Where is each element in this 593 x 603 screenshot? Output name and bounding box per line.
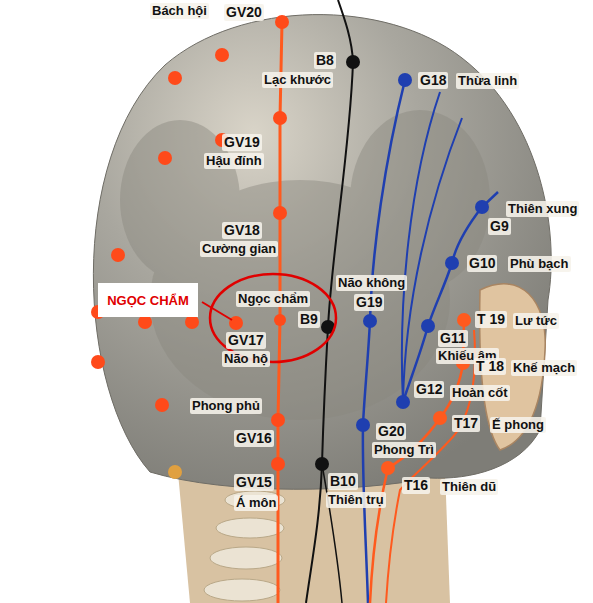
point-code: G12 (414, 381, 444, 398)
point-code: G18 (418, 72, 448, 89)
point-name: Khế mạch (511, 360, 577, 376)
callout-box: NGỌC CHẨM (98, 283, 198, 317)
callout-title: NGỌC CHẨM (105, 293, 191, 308)
point-name: Lư tức (513, 313, 559, 329)
point-code: B10 (328, 473, 358, 490)
point-name: Bách hội (150, 3, 209, 19)
point-name: Thiên trụ (326, 492, 386, 508)
point-code: G20 (376, 423, 406, 440)
point-code: G9 (488, 218, 511, 235)
gallbladder-line (363, 80, 405, 603)
point-code: T17 (452, 415, 480, 432)
point-code: B8 (314, 52, 336, 69)
vertebrae (204, 491, 285, 601)
point-name: Phong phủ (190, 398, 262, 414)
point-code: T 18 (474, 358, 506, 375)
point-name: Não không (336, 275, 407, 291)
acupoint-dot (168, 465, 182, 479)
hair-shading (120, 110, 490, 420)
acupoint-dot (91, 48, 243, 412)
acupoint-dot (315, 55, 360, 471)
point-code: GV17 (226, 332, 266, 349)
point-code: G19 (354, 294, 384, 311)
point-name: Thiên xung (506, 201, 579, 217)
triple-burner-line (386, 330, 475, 603)
point-name: Ế phong (490, 417, 546, 433)
point-code: G11 (438, 330, 468, 347)
point-name: Á môn (234, 495, 278, 511)
head-outline (93, 15, 551, 490)
point-name: Thiên dũ (440, 479, 498, 495)
point-code: B9 (298, 311, 320, 328)
point-code: T16 (402, 477, 430, 494)
point-name: Phù bạch (508, 256, 571, 272)
point-name: Hậu đính (204, 153, 264, 169)
acupoint-dot (356, 73, 489, 432)
leader-line (202, 302, 232, 320)
point-name: Thừa linh (456, 73, 519, 89)
gallbladder-line (402, 92, 440, 402)
point-name: Ngọc chẩm (236, 291, 310, 307)
point-code: T 19 (475, 311, 507, 328)
point-code: GV19 (222, 134, 262, 151)
governor-vessel-line (278, 22, 282, 603)
point-code: GV20 (224, 4, 264, 21)
point-name: Cường gian (200, 241, 278, 257)
point-name: Não hộ (222, 351, 270, 367)
point-code: GV18 (222, 222, 262, 239)
point-name: Hoàn cốt (450, 385, 510, 401)
bladder-line (306, 0, 353, 603)
point-code: G10 (467, 255, 497, 272)
point-name: Lạc khước (262, 72, 333, 88)
point-code: GV15 (234, 474, 274, 491)
point-name: Phong Trì (372, 442, 436, 458)
point-code: GV16 (234, 430, 274, 447)
